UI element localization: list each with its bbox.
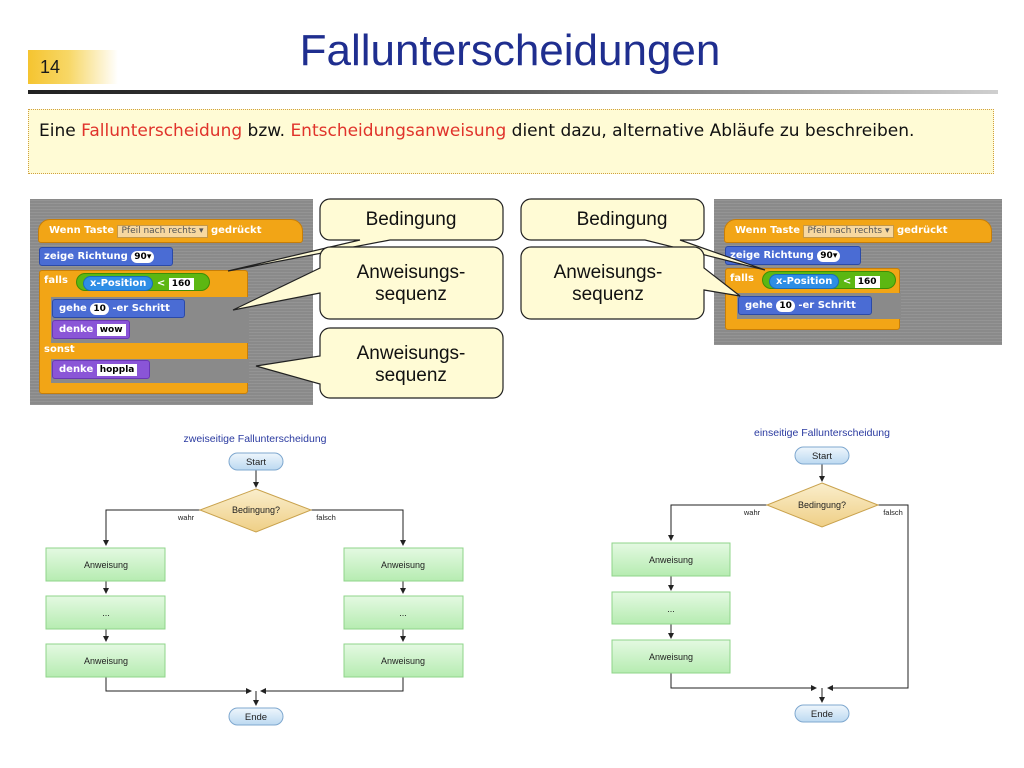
title-divider <box>28 90 998 94</box>
flow-left-decision <box>198 488 313 533</box>
svg-text:Start: Start <box>246 457 266 468</box>
svg-text:wahr: wahr <box>743 508 761 517</box>
slide-number: 14 <box>40 57 61 77</box>
svg-text:Start: Start <box>812 451 832 462</box>
intro-text-3: dient dazu, alternative Abläufe zu besch… <box>506 121 915 141</box>
callout-bubble-right-seq <box>520 246 741 320</box>
svg-text:Anweisung: Anweisung <box>84 560 128 570</box>
callout-left-seq1: Anweisungs- sequenz <box>356 262 466 305</box>
flow-right-true-branch: Anweisung ... Anweisung <box>611 542 731 674</box>
else-label: sonst <box>44 344 75 355</box>
callout-bubble-left-seq1 <box>232 246 504 320</box>
less-than-operator: x-Position < 160 <box>76 273 210 291</box>
intro-text-1: Eine <box>39 121 82 141</box>
flow-left-false-branch: Anweisung ... Anweisung <box>343 547 464 678</box>
direction-value[interactable]: 90▾ <box>817 250 841 262</box>
hat-block: Wenn Taste Pfeil nach rechts ▾ gedrückt <box>38 219 303 243</box>
move-block: gehe 10 -er Schritt <box>738 296 872 315</box>
callout-left-seq2: Anweisungs- sequenz <box>356 343 466 386</box>
direction-block: zeige Richtung 90▾ <box>39 247 173 266</box>
callout-bubble-left-seq2 <box>255 327 504 399</box>
svg-text:Bedingung?: Bedingung? <box>232 505 280 515</box>
move-steps[interactable]: 10 <box>90 303 109 315</box>
callout-bubble-right-condition <box>520 198 766 271</box>
direction-block: zeige Richtung 90▾ <box>725 246 861 265</box>
slide-title: Fallunterscheidungen <box>299 26 721 75</box>
svg-text:Anweisung: Anweisung <box>649 652 693 662</box>
flow-left-caption: zweiseitige Fallunterscheidung <box>184 433 327 445</box>
svg-text:...: ... <box>667 604 675 614</box>
compare-value[interactable]: 160 <box>854 276 880 288</box>
flow-right-end <box>794 704 850 723</box>
think-text-1[interactable]: wow <box>96 324 126 336</box>
callout-left-condition: Bedingung <box>365 209 457 230</box>
hat-block: Wenn Taste Pfeil nach rechts ▾ gedrückt <box>724 219 992 243</box>
move-steps[interactable]: 10 <box>776 300 795 312</box>
flow-left-start <box>228 452 284 471</box>
think-block-2: denke hoppla <box>52 360 150 379</box>
svg-text:Ende: Ende <box>245 712 267 723</box>
x-position-reporter: x-Position <box>769 274 840 289</box>
svg-text:Anweisung: Anweisung <box>381 656 425 666</box>
svg-text:...: ... <box>399 608 407 618</box>
svg-text:wahr: wahr <box>177 513 195 522</box>
flow-left-end <box>228 707 284 726</box>
term-fallunterscheidung: Fallunterscheidung <box>81 121 243 141</box>
less-than-operator: x-Position < 160 <box>762 271 896 289</box>
compare-value[interactable]: 160 <box>168 278 194 290</box>
think-block-1: denke wow <box>52 320 130 339</box>
x-position-reporter: x-Position <box>83 276 154 291</box>
svg-text:Bedingung?: Bedingung? <box>798 500 846 510</box>
svg-text:Anweisung: Anweisung <box>84 656 128 666</box>
intro-box: Eine Fallunterscheidung bzw. Entscheidun… <box>28 109 994 174</box>
slide-number-badge: 14 <box>28 50 118 84</box>
if-label: falls <box>44 275 68 286</box>
svg-text:falsch: falsch <box>316 513 336 522</box>
term-entscheidungsanweisung: Entscheidungsanweisung <box>290 121 507 141</box>
move-block: gehe 10 -er Schritt <box>52 299 185 318</box>
intro-text-2: bzw. <box>242 121 291 141</box>
callout-right-seq: Anweisungs- sequenz <box>553 262 663 305</box>
svg-text:Anweisung: Anweisung <box>649 555 693 565</box>
flow-right-decision <box>765 482 880 528</box>
direction-value[interactable]: 90▾ <box>131 251 155 263</box>
key-dropdown[interactable]: Pfeil nach rechts ▾ <box>803 225 894 238</box>
if-label: falls <box>730 273 754 284</box>
callout-right-condition: Bedingung <box>576 209 668 230</box>
scratch-panel-right: Wenn Taste Pfeil nach rechts ▾ gedrückt … <box>714 199 1002 345</box>
key-dropdown[interactable]: Pfeil nach rechts ▾ <box>117 225 208 238</box>
svg-text:Ende: Ende <box>811 709 833 720</box>
svg-text:...: ... <box>102 608 110 618</box>
flow-right-start <box>794 446 850 465</box>
svg-text:falsch: falsch <box>883 508 903 517</box>
callout-bubble-left-condition <box>227 198 504 272</box>
svg-text:Anweisung: Anweisung <box>381 560 425 570</box>
flow-right-caption: einseitige Fallunterscheidung <box>754 427 890 439</box>
think-text-2[interactable]: hoppla <box>96 364 138 376</box>
flow-left-true-branch: Anweisung ... Anweisung <box>45 547 166 678</box>
